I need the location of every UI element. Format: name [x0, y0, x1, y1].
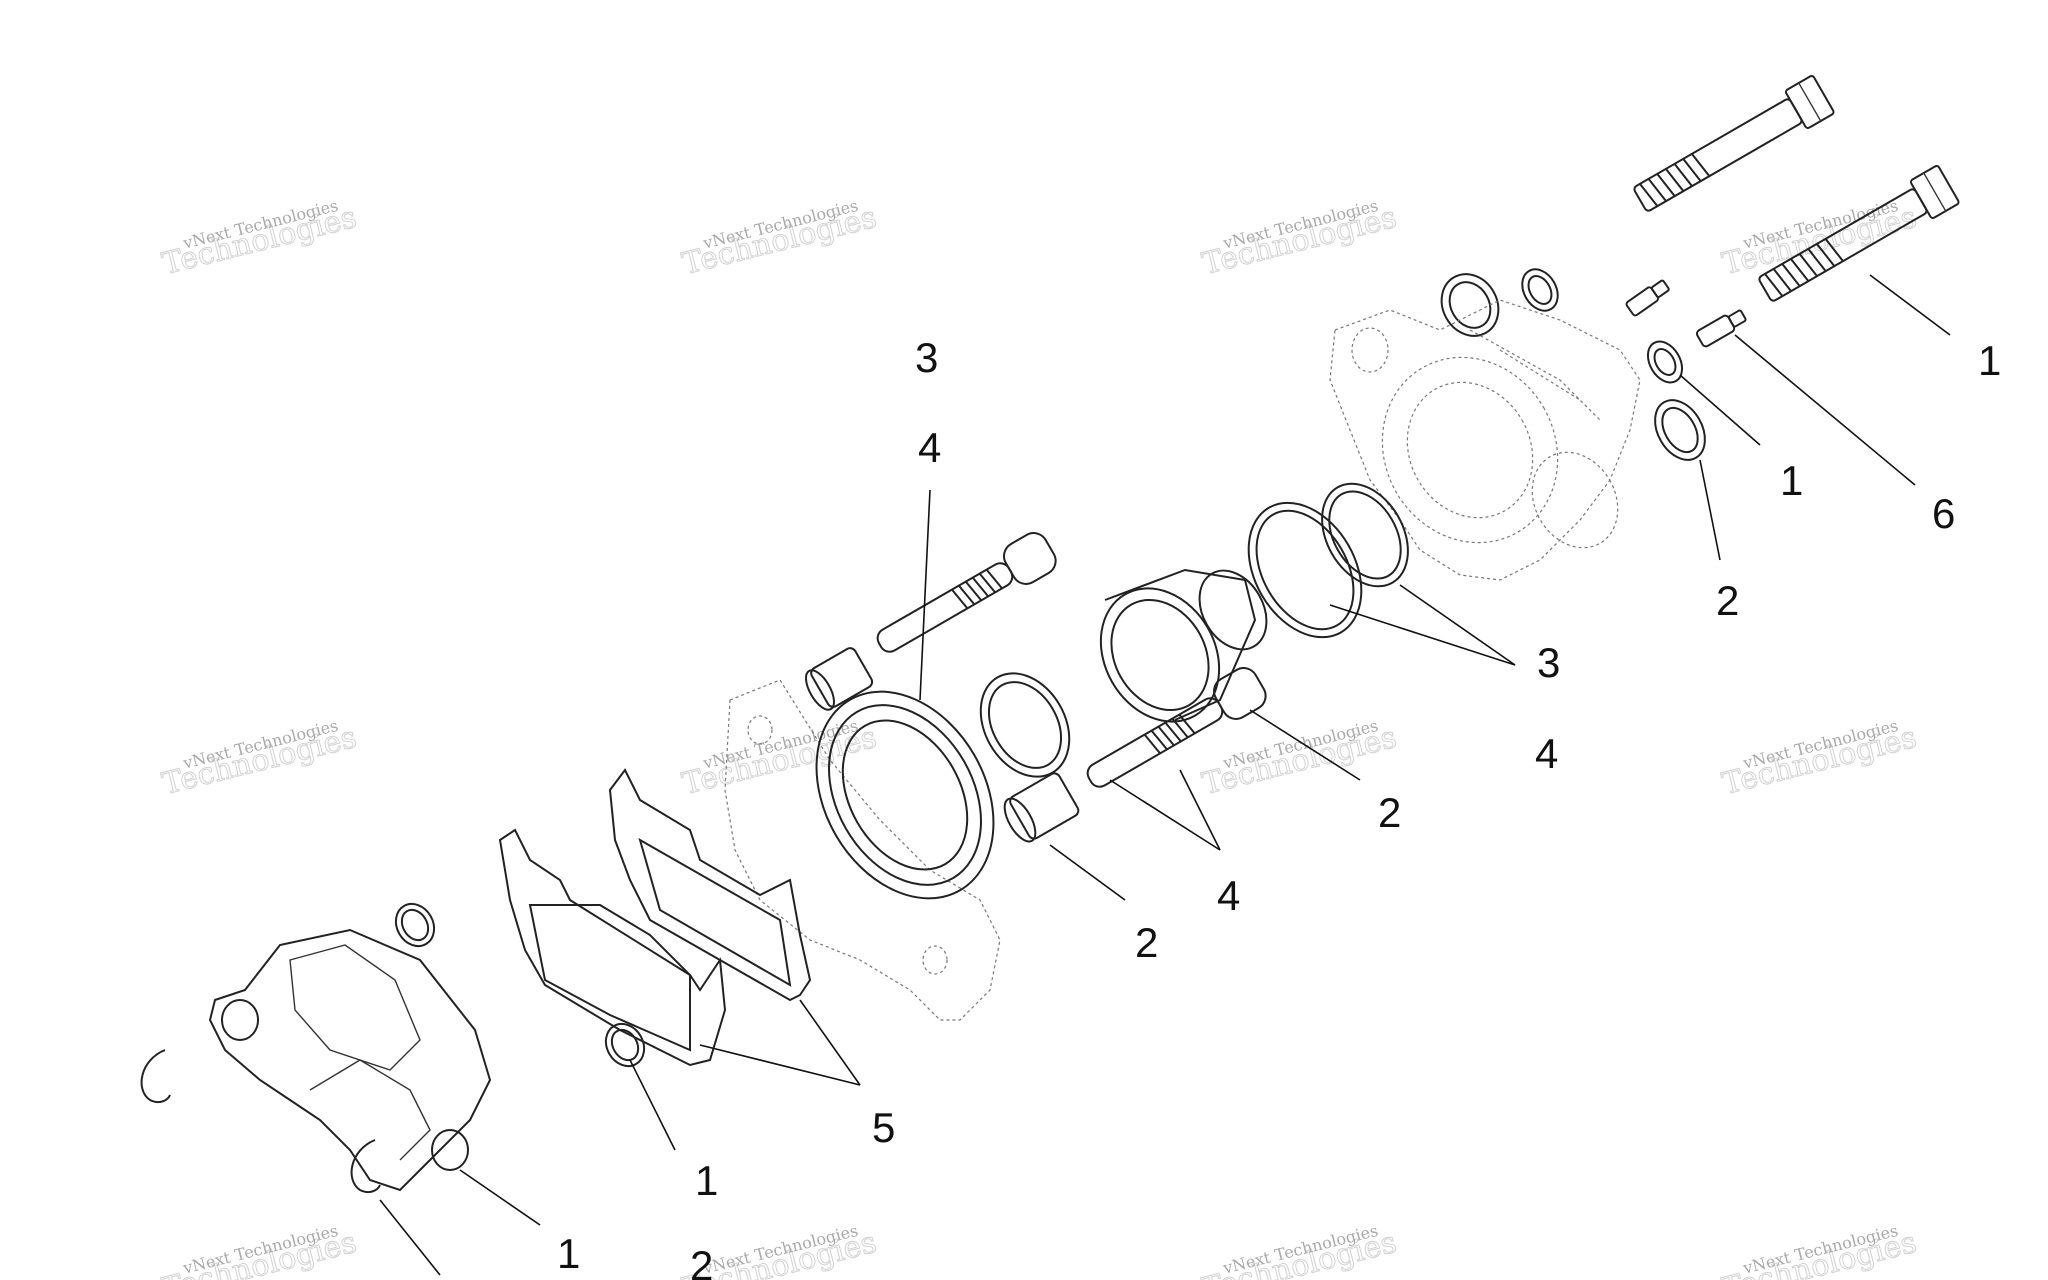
callout-label: 1	[695, 1157, 718, 1204]
retaining-clip	[140, 1049, 171, 1104]
bleeder-cap	[604, 1022, 646, 1068]
callout-label: 3	[1537, 639, 1560, 686]
guide-pin-upper	[876, 532, 1057, 653]
piston-seal-small	[1321, 482, 1409, 588]
watermark: Technologies vNext Technologies	[678, 196, 880, 283]
callout-label: 2	[1378, 789, 1401, 836]
watermark: Technologies vNext Technologies	[158, 1221, 360, 1280]
watermark: Technologies vNext Technologies	[158, 716, 360, 803]
bleeder-valve	[1695, 309, 1747, 348]
bushing	[805, 647, 874, 711]
callout-label: 3	[915, 334, 938, 381]
watermark: Technologies vNext Technologies	[158, 196, 360, 283]
bolt-lower	[1758, 165, 1960, 302]
callout-label: 1	[1978, 337, 2001, 384]
watermark: Technologies vNext Technologies	[1198, 196, 1400, 283]
callout-label: 4	[918, 424, 941, 471]
callout-label: 1	[1780, 457, 1803, 504]
bleeder-valve	[1625, 279, 1670, 317]
brake-pad-outer	[608, 768, 812, 1002]
piston-seal-large	[1247, 501, 1363, 639]
callout-labels: 1 1 6 2 3 4 3 4 2 4 2 5 1 1 2	[557, 334, 2001, 1280]
watermark: Technologies vNext Technologies	[678, 716, 880, 803]
bracket-ghost	[724, 679, 1001, 1021]
callout-label: 5	[872, 1104, 895, 1151]
watermark: Technologies vNext Technologies	[1718, 196, 1920, 283]
callout-label: 2	[1135, 919, 1158, 966]
leader-lines	[379, 274, 1951, 1276]
brake-pad-inner	[498, 828, 727, 1067]
watermark: Technologies vNext Technologies	[1718, 716, 1920, 803]
callout-label: 4	[1535, 730, 1558, 777]
retaining-clip	[350, 1139, 381, 1194]
watermark: Technologies vNext Technologies	[1718, 1221, 1920, 1280]
washer	[1654, 399, 1706, 461]
bolt-thread	[1764, 238, 1844, 297]
piston	[1099, 568, 1268, 723]
washer	[1646, 340, 1684, 384]
dust-boot	[815, 690, 995, 900]
watermark: Technologies vNext Technologies	[1198, 1221, 1400, 1280]
callout-label: 6	[1932, 490, 1955, 537]
bolt-upper	[1633, 75, 1835, 212]
seal-ring	[979, 672, 1071, 778]
washer	[1440, 273, 1500, 337]
guide-pin-lower	[1086, 667, 1267, 788]
callout-label: 1	[557, 1230, 580, 1277]
washer	[1521, 268, 1559, 312]
pin-thread	[951, 568, 1003, 610]
bushing	[1003, 772, 1080, 843]
watermark: Technologies vNext Technologies	[1198, 716, 1400, 803]
callout-label: 2	[690, 1242, 713, 1280]
bleeder-cap	[394, 902, 436, 948]
caliper-housing	[208, 928, 492, 1192]
bolt-thread	[1639, 153, 1711, 207]
callout-label: 4	[1217, 872, 1240, 919]
caliper-body-ghost	[1329, 299, 1641, 581]
pin-thread	[1143, 713, 1196, 755]
callout-label: 2	[1716, 577, 1739, 624]
